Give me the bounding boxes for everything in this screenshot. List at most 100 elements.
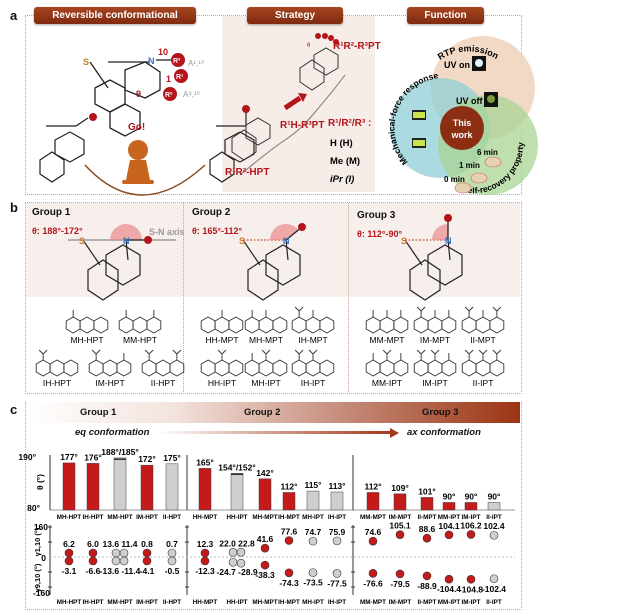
bond — [82, 239, 101, 266]
isopropyl-bond — [308, 349, 314, 355]
isopropyl-bond — [144, 349, 150, 355]
theta-bar — [366, 492, 380, 511]
gamma910-point — [119, 556, 129, 566]
legend-h: H (H) — [330, 138, 353, 149]
gamma910-point — [228, 557, 238, 567]
gamma110-point — [422, 533, 432, 543]
category-label-top: HH-IPT — [227, 514, 248, 521]
ring — [441, 359, 457, 377]
gamma910-value-label: -38.3 — [255, 570, 275, 580]
group2-title: Group 2 — [192, 207, 231, 218]
gamma910-point — [284, 568, 294, 578]
energy-path — [239, 74, 346, 176]
molecule-label: II-HPT — [151, 378, 176, 388]
benzene-ring — [409, 259, 441, 301]
theta-value-label: 142° — [256, 468, 274, 478]
molecule-structure — [88, 349, 132, 377]
strain-a110: A¹,¹⁰ — [188, 59, 204, 68]
r2-label: R² — [165, 92, 173, 99]
isopropyl-bond — [386, 349, 392, 355]
molecule-structure — [413, 306, 457, 334]
gamma110-ylabel: γ1,10 (°) — [33, 527, 42, 556]
ax-conformation-label: ax conformation — [407, 427, 481, 438]
gamma910-point — [167, 556, 177, 566]
isopropyl-bond — [38, 349, 44, 355]
time-1min: 1 min — [459, 161, 480, 170]
theta-bar — [165, 463, 179, 511]
molecule-label: IH-HPT — [43, 378, 71, 388]
isopropyl-bond — [298, 306, 304, 312]
ring — [169, 359, 185, 377]
category-label-top: MM-IPT — [438, 514, 461, 521]
category-label-bottom: II-MPT — [418, 599, 437, 606]
eq-text: eq conformation — [75, 427, 150, 438]
gamma910-point — [142, 556, 152, 566]
center-line2: work — [450, 130, 473, 140]
isopropyl-bond — [464, 349, 470, 355]
gamma910-point — [111, 556, 121, 566]
ring — [116, 359, 132, 377]
category-label-top: MM-MPT — [360, 514, 386, 521]
gamma910-value-label: -104.8 — [459, 584, 483, 594]
strategy-molecule-top — [299, 47, 339, 91]
theta-value-label: 188°/185° — [101, 447, 139, 457]
molecule-structure — [365, 310, 409, 334]
molecule-structure — [461, 306, 505, 334]
molecule-structure — [291, 306, 335, 334]
gamma110-point — [119, 548, 129, 558]
category-label-top: MM-HPT — [107, 514, 132, 521]
molecule-structure — [413, 349, 457, 377]
substituent-legend-title: R¹/R²/R³ : — [328, 118, 371, 129]
gamma910-value-label: -3.1 — [62, 566, 77, 576]
molecule-structure — [461, 349, 505, 377]
conformer-structure — [404, 239, 463, 301]
group3-theta: θ: 112°-90° — [357, 229, 403, 239]
isopropyl-bond — [434, 349, 440, 355]
gamma110-value-label: 0.8 — [141, 539, 153, 549]
molecule-structure — [244, 349, 288, 377]
isopropyl-bond — [217, 349, 223, 355]
category-label-top: MH-HPT — [57, 514, 82, 521]
bond — [447, 239, 451, 261]
gamma910-value-label: -12.3 — [195, 566, 215, 576]
molecule-label: MM-HPT — [123, 335, 157, 345]
category-label-bottom: IM-HPT — [136, 599, 158, 606]
category-label-top: IH-IPT — [328, 514, 346, 521]
molecule-label: II-MPT — [470, 335, 496, 345]
ring — [393, 359, 409, 377]
bond — [285, 239, 289, 261]
category-label-bottom: HH-MPT — [193, 599, 218, 606]
legend-me: Me (M) — [330, 156, 360, 167]
header-function: Function — [407, 7, 484, 24]
ring — [272, 359, 288, 377]
group-divider — [183, 203, 184, 392]
theta-value-label: 177° — [60, 452, 78, 462]
molecule-label: MH-IPT — [251, 378, 280, 388]
group1-theta: θ: 188°-172° — [32, 226, 83, 236]
conformer-structure — [242, 239, 301, 301]
group-divider — [348, 203, 349, 392]
substituent-ball — [144, 236, 152, 244]
strategy-arrow — [283, 95, 302, 111]
molecule-label: IM-IPT — [422, 378, 448, 388]
benzene-ring — [247, 259, 279, 301]
theta-value-label: 101° — [418, 486, 436, 496]
gamma110-value-label: 41.6 — [257, 534, 274, 544]
isopropyl-bond — [221, 349, 227, 355]
gamma110-point — [444, 530, 454, 540]
group3-title: Group 3 — [357, 210, 396, 221]
isopropyl-bond — [468, 306, 474, 312]
category-label-top: II-IPT — [486, 514, 502, 521]
gamma110-point — [395, 530, 405, 539]
ring — [441, 316, 457, 334]
gamma110-point — [88, 548, 98, 558]
gamma910-point — [64, 556, 74, 566]
sulfur-atom: S — [79, 236, 85, 246]
theta-value-label: 109° — [391, 483, 409, 493]
r3-ball — [171, 53, 185, 67]
conformer-structure — [82, 239, 141, 301]
molecule-structure — [200, 349, 244, 377]
gamma110-point — [260, 543, 270, 553]
